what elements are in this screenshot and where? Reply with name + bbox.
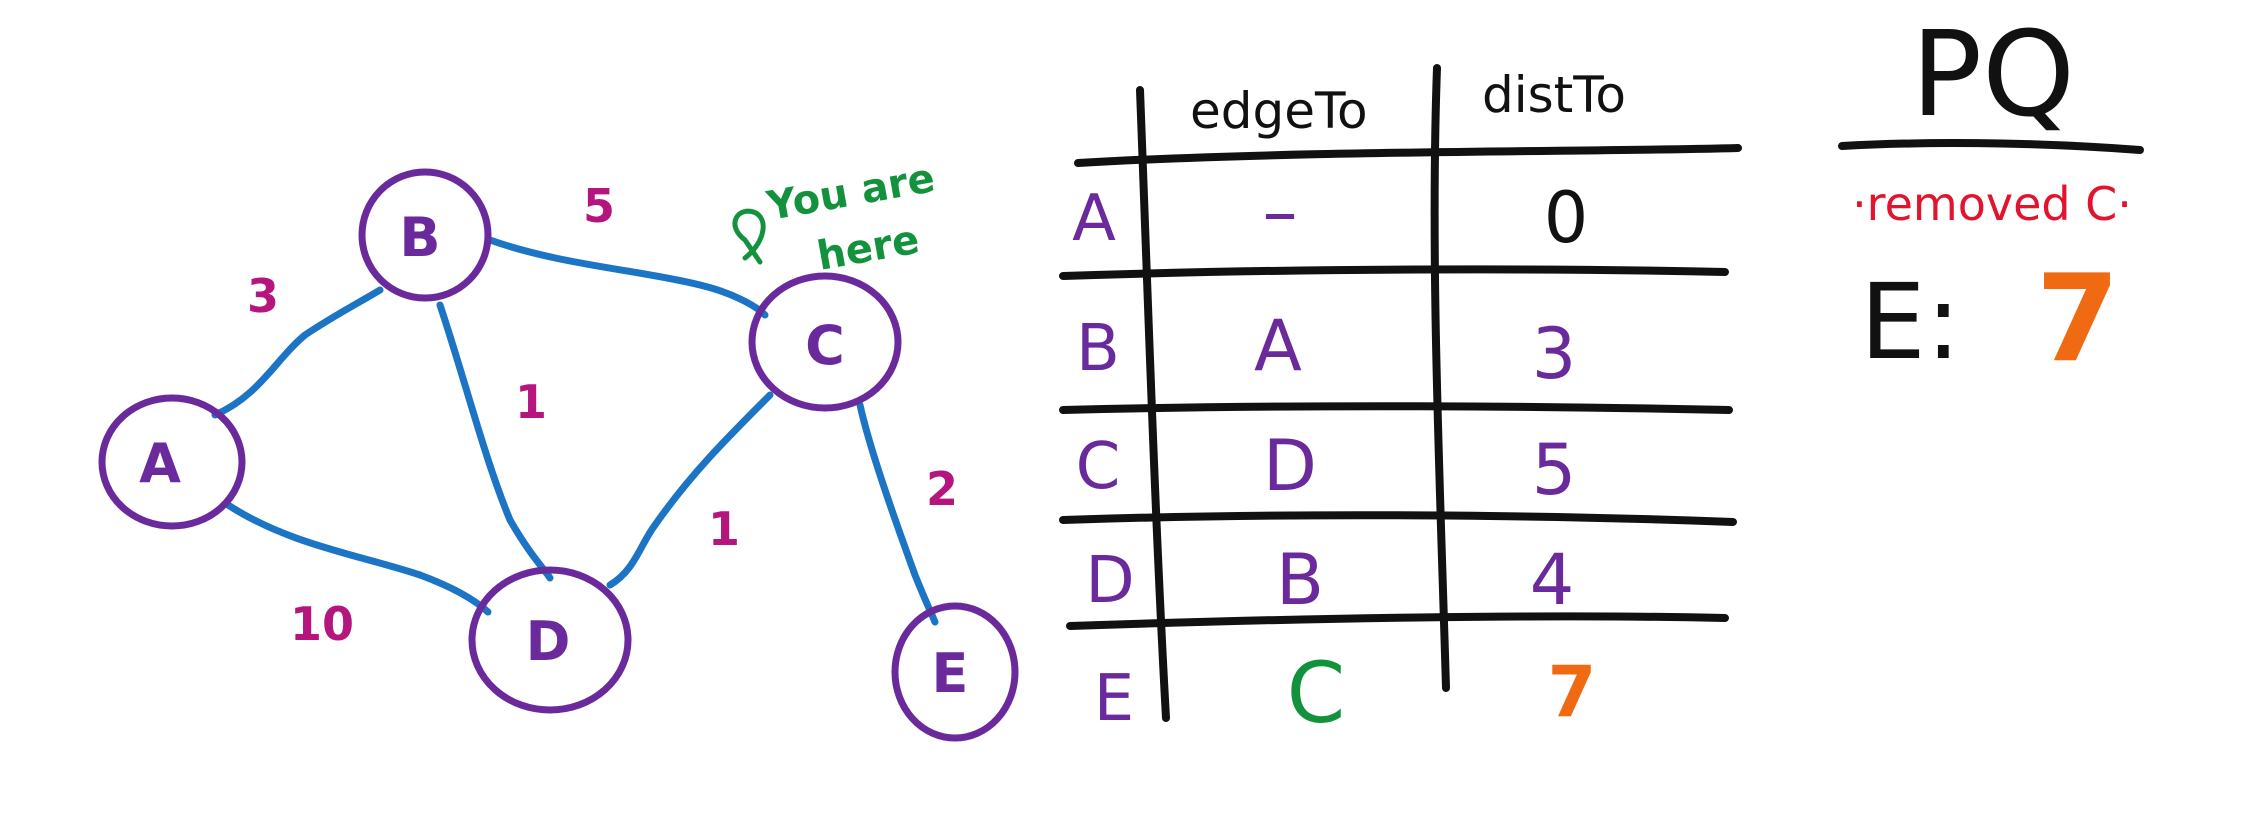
node-d: D <box>468 566 632 714</box>
edge-b-c <box>486 236 769 319</box>
edge-c-e <box>856 401 939 626</box>
row-edge-to-updated: C <box>1287 644 1346 742</box>
edge-d-c <box>606 391 774 589</box>
pq-entry-value: 7 <box>2036 250 2120 389</box>
table-row: B A 3 <box>1076 305 1576 395</box>
node-e: E <box>891 602 1019 742</box>
table-row-rule-3 <box>1059 511 1737 526</box>
weight-b-d: 1 <box>515 375 547 429</box>
table-row: E C 7 <box>1094 644 1597 742</box>
row-edge-to: A <box>1254 305 1302 387</box>
table-row: A – 0 <box>1072 171 1588 259</box>
graph-nodes: A B C D E <box>98 168 1019 742</box>
row-edge-to: D <box>1263 425 1317 507</box>
node-a-label: A <box>139 432 181 495</box>
table-row-rule-2 <box>1059 402 1733 414</box>
annotation-line-2: here <box>814 217 923 280</box>
node-b: B <box>358 168 492 302</box>
pq-removed-note: ·removed C· <box>1852 177 2132 231</box>
header-dist-to: distTo <box>1482 66 1626 124</box>
node-c-label: C <box>805 314 845 377</box>
dist-table-grid <box>1059 64 1742 722</box>
edge-weights: 3 5 1 10 1 2 <box>247 179 958 651</box>
weight-a-b: 3 <box>247 269 279 323</box>
priority-queue-panel: PQ ·removed C· E: 7 <box>1838 5 2144 389</box>
edge-a-d <box>224 501 492 616</box>
row-dist-to: 0 <box>1544 177 1589 259</box>
row-edge-to: B <box>1276 539 1324 621</box>
table-row-rule-4 <box>1066 612 1729 630</box>
node-c: C <box>748 272 902 412</box>
dist-table-rows: A – 0 B A 3 C D 5 D B 4 E C 7 <box>1072 171 1596 742</box>
dist-table-headers: edgeTo distTo <box>1190 66 1626 140</box>
node-d-label: D <box>526 610 571 673</box>
edge-a-b <box>211 286 384 419</box>
you-are-here-annotation: You are here <box>732 155 938 280</box>
row-vertex: B <box>1076 312 1120 386</box>
row-dist-to: 4 <box>1530 539 1575 621</box>
edge-b-d <box>436 301 554 582</box>
location-marker-icon <box>732 208 766 265</box>
node-e-label: E <box>932 642 969 705</box>
weight-c-e: 2 <box>926 462 958 516</box>
node-b-label: B <box>399 206 440 269</box>
header-edge-to: edgeTo <box>1190 82 1368 140</box>
table-row-rule-1 <box>1059 265 1729 280</box>
row-dist-to: 5 <box>1532 429 1577 511</box>
pq-title-underline <box>1838 139 2144 154</box>
row-vertex: E <box>1094 662 1134 736</box>
graph-edges <box>211 236 939 626</box>
table-row: D B 4 <box>1085 539 1574 621</box>
row-dist-to-updated: 7 <box>1548 651 1597 733</box>
row-vertex: C <box>1076 430 1121 504</box>
row-edge-to: – <box>1263 171 1298 253</box>
table-header-rule <box>1074 144 1742 167</box>
row-vertex: A <box>1072 182 1116 256</box>
weight-d-c: 1 <box>708 502 740 556</box>
row-dist-to: 3 <box>1532 313 1577 395</box>
weight-a-d: 10 <box>290 597 354 651</box>
weight-b-c: 5 <box>583 179 615 233</box>
node-a: A <box>98 394 246 530</box>
pq-title: PQ <box>1911 5 2075 143</box>
table-row: C D 5 <box>1076 425 1577 511</box>
pq-entry-key: E: <box>1860 261 1961 383</box>
table-column-divider-2 <box>1430 64 1450 692</box>
row-vertex: D <box>1085 544 1134 618</box>
